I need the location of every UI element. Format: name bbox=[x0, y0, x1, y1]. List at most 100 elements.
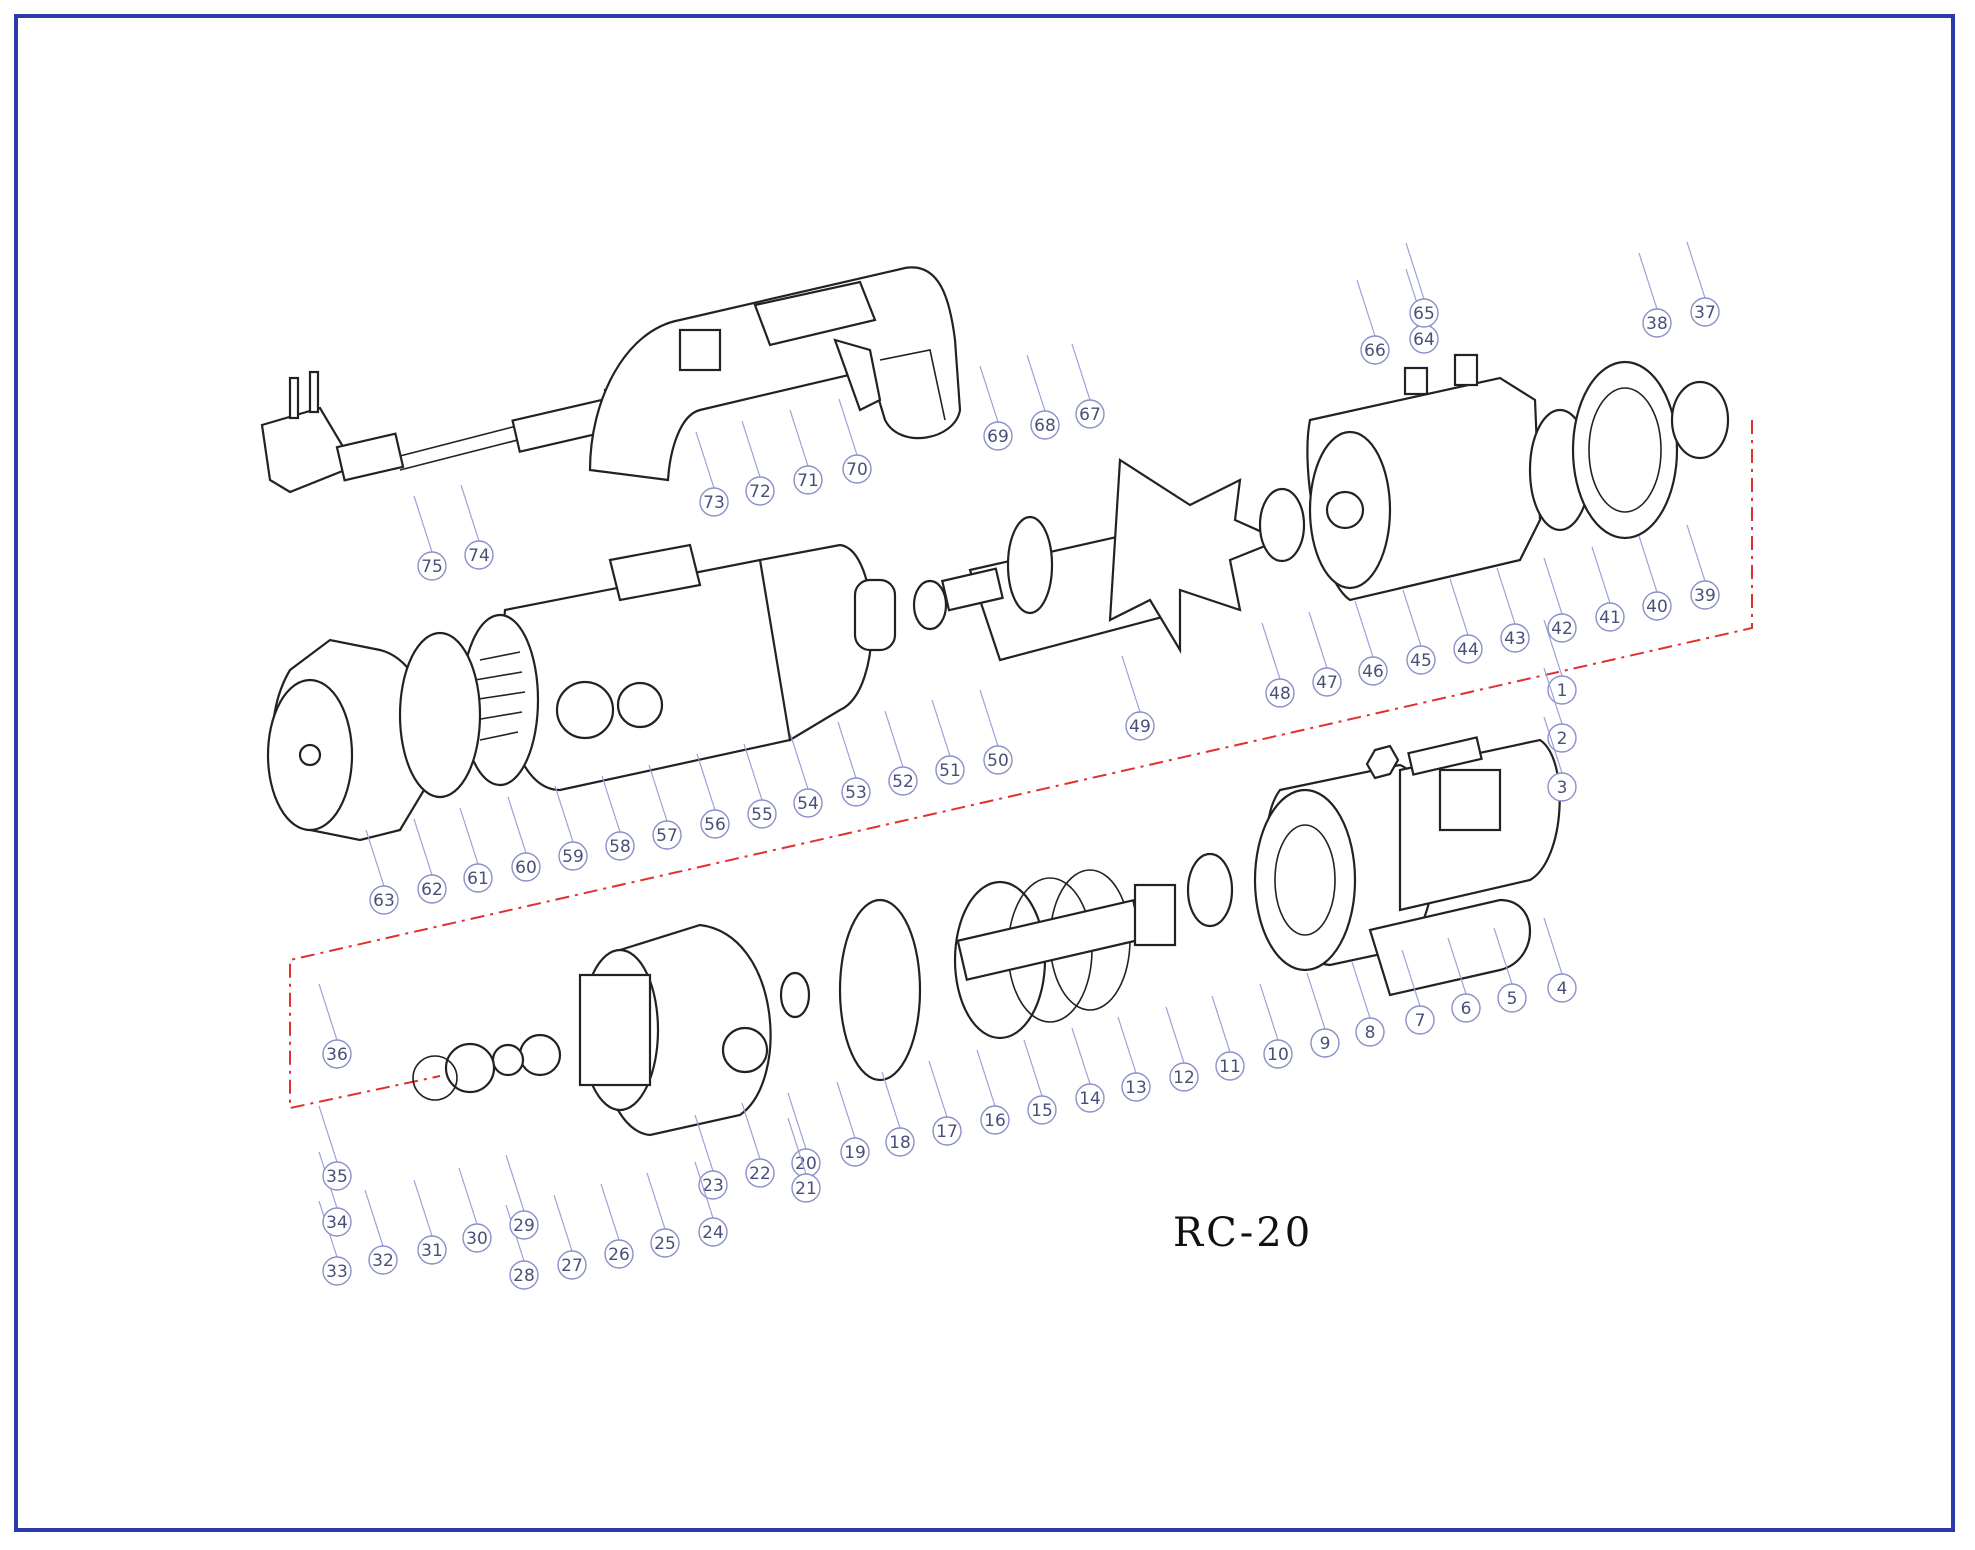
callout-circle bbox=[1409, 298, 1439, 328]
callout-leader-line bbox=[696, 753, 716, 811]
callout-leader-line bbox=[1543, 917, 1563, 975]
callout-leader-line bbox=[364, 1189, 384, 1247]
callout-number: 70 bbox=[846, 460, 868, 480]
callout-leader-line bbox=[787, 1117, 807, 1175]
callout-number: 58 bbox=[609, 837, 631, 857]
callout-number: 10 bbox=[1267, 1045, 1289, 1065]
callout-leader-line bbox=[789, 409, 809, 467]
callout-42: 42 bbox=[1543, 557, 1577, 643]
callout-leader-line bbox=[1071, 343, 1091, 401]
callout-52: 52 bbox=[884, 710, 918, 796]
callout-circle bbox=[1360, 335, 1390, 365]
callout-number: 12 bbox=[1173, 1068, 1195, 1088]
callout-number: 29 bbox=[513, 1216, 535, 1236]
callout-22: 22 bbox=[741, 1102, 775, 1188]
callout-leader-line bbox=[789, 732, 809, 790]
callout-58: 58 bbox=[601, 775, 635, 861]
callout-number: 60 bbox=[515, 858, 537, 878]
callout-number: 9 bbox=[1320, 1034, 1331, 1054]
callout-75: 75 bbox=[413, 495, 447, 581]
callout-number: 46 bbox=[1362, 662, 1384, 682]
callout-leader-line bbox=[413, 495, 433, 553]
callout-number: 54 bbox=[797, 794, 819, 814]
callout-72: 72 bbox=[741, 420, 775, 506]
callout-circle bbox=[322, 1207, 352, 1237]
callout-leader-line bbox=[459, 807, 479, 865]
callout-leader-line bbox=[600, 1183, 620, 1241]
callout-61: 61 bbox=[459, 807, 493, 893]
callout-leader-line bbox=[1306, 972, 1326, 1030]
callout-27: 27 bbox=[553, 1194, 587, 1280]
callout-number: 43 bbox=[1504, 629, 1526, 649]
callout-leader-line bbox=[1308, 611, 1328, 669]
alignment-lines bbox=[289, 420, 1753, 1110]
callout-59: 59 bbox=[554, 785, 588, 871]
callout-35: 35 bbox=[318, 1105, 352, 1191]
callout-leader-line bbox=[1023, 1039, 1043, 1097]
callout-leader-line bbox=[1496, 567, 1516, 625]
callout-number: 75 bbox=[421, 557, 443, 577]
callout-24: 24 bbox=[694, 1161, 728, 1247]
callout-circle bbox=[842, 454, 872, 484]
callout-leader-line bbox=[881, 1071, 901, 1129]
cutting-head bbox=[1253, 736, 1561, 997]
callout-25: 25 bbox=[646, 1172, 680, 1258]
callout-leader-line bbox=[1261, 622, 1281, 680]
callout-circle bbox=[698, 1217, 728, 1247]
callout-number: 15 bbox=[1031, 1101, 1053, 1121]
callout-leader-line bbox=[505, 1154, 525, 1212]
callout-number: 16 bbox=[984, 1111, 1006, 1131]
callout-number: 42 bbox=[1551, 619, 1573, 639]
callout-circle bbox=[1121, 1072, 1151, 1102]
callout-number: 57 bbox=[656, 826, 678, 846]
callout-leader-line bbox=[1356, 279, 1376, 337]
callout-number: 18 bbox=[889, 1133, 911, 1153]
callout-51: 51 bbox=[931, 699, 965, 785]
callout-leader-line bbox=[1401, 949, 1421, 1007]
callout-number: 52 bbox=[892, 772, 914, 792]
callout-circle bbox=[1125, 711, 1155, 741]
callout-number: 21 bbox=[795, 1179, 817, 1199]
callout-leader-line bbox=[648, 764, 668, 822]
ram-cylinder-assembly bbox=[412, 852, 1234, 1137]
callout-circle bbox=[1690, 297, 1720, 327]
callout-5: 5 bbox=[1493, 927, 1527, 1013]
callout-45: 45 bbox=[1402, 589, 1436, 675]
callout-number: 19 bbox=[844, 1143, 866, 1163]
callout-number: 33 bbox=[326, 1262, 348, 1282]
callout-number: 39 bbox=[1694, 586, 1716, 606]
callout-circle bbox=[1547, 723, 1577, 753]
callout-leader-line bbox=[1638, 252, 1658, 310]
callout-66: 66 bbox=[1356, 279, 1390, 365]
callout-number: 41 bbox=[1599, 608, 1621, 628]
callout-32: 32 bbox=[364, 1189, 398, 1275]
callout-circle bbox=[698, 1170, 728, 1200]
callout-circle bbox=[1547, 675, 1577, 705]
callout-number: 17 bbox=[936, 1122, 958, 1142]
callout-circle bbox=[983, 745, 1013, 775]
carrying-handle bbox=[588, 266, 962, 482]
callout-circle bbox=[1547, 772, 1577, 802]
callout-circle bbox=[462, 1223, 492, 1253]
callout-circle bbox=[1310, 1028, 1340, 1058]
callout-leader-line bbox=[413, 1179, 433, 1237]
callout-44: 44 bbox=[1449, 578, 1483, 664]
callout-leader-line bbox=[1405, 242, 1425, 300]
callout-number: 4 bbox=[1557, 979, 1568, 999]
callout-10: 10 bbox=[1259, 983, 1293, 1069]
callout-number: 38 bbox=[1646, 314, 1668, 334]
callout-circle bbox=[511, 852, 541, 882]
callout-circle bbox=[557, 1250, 587, 1280]
callout-circle bbox=[605, 831, 635, 861]
callout-60: 60 bbox=[507, 796, 541, 882]
callout-leader-line bbox=[741, 1102, 761, 1160]
callout-62: 62 bbox=[413, 818, 447, 904]
callout-circle bbox=[1595, 602, 1625, 632]
callout-circle bbox=[509, 1260, 539, 1290]
callout-circle bbox=[700, 809, 730, 839]
callout-circle bbox=[841, 777, 871, 807]
callout-38: 38 bbox=[1638, 252, 1672, 338]
callout-49: 49 bbox=[1121, 655, 1155, 741]
callout-30: 30 bbox=[458, 1167, 492, 1253]
